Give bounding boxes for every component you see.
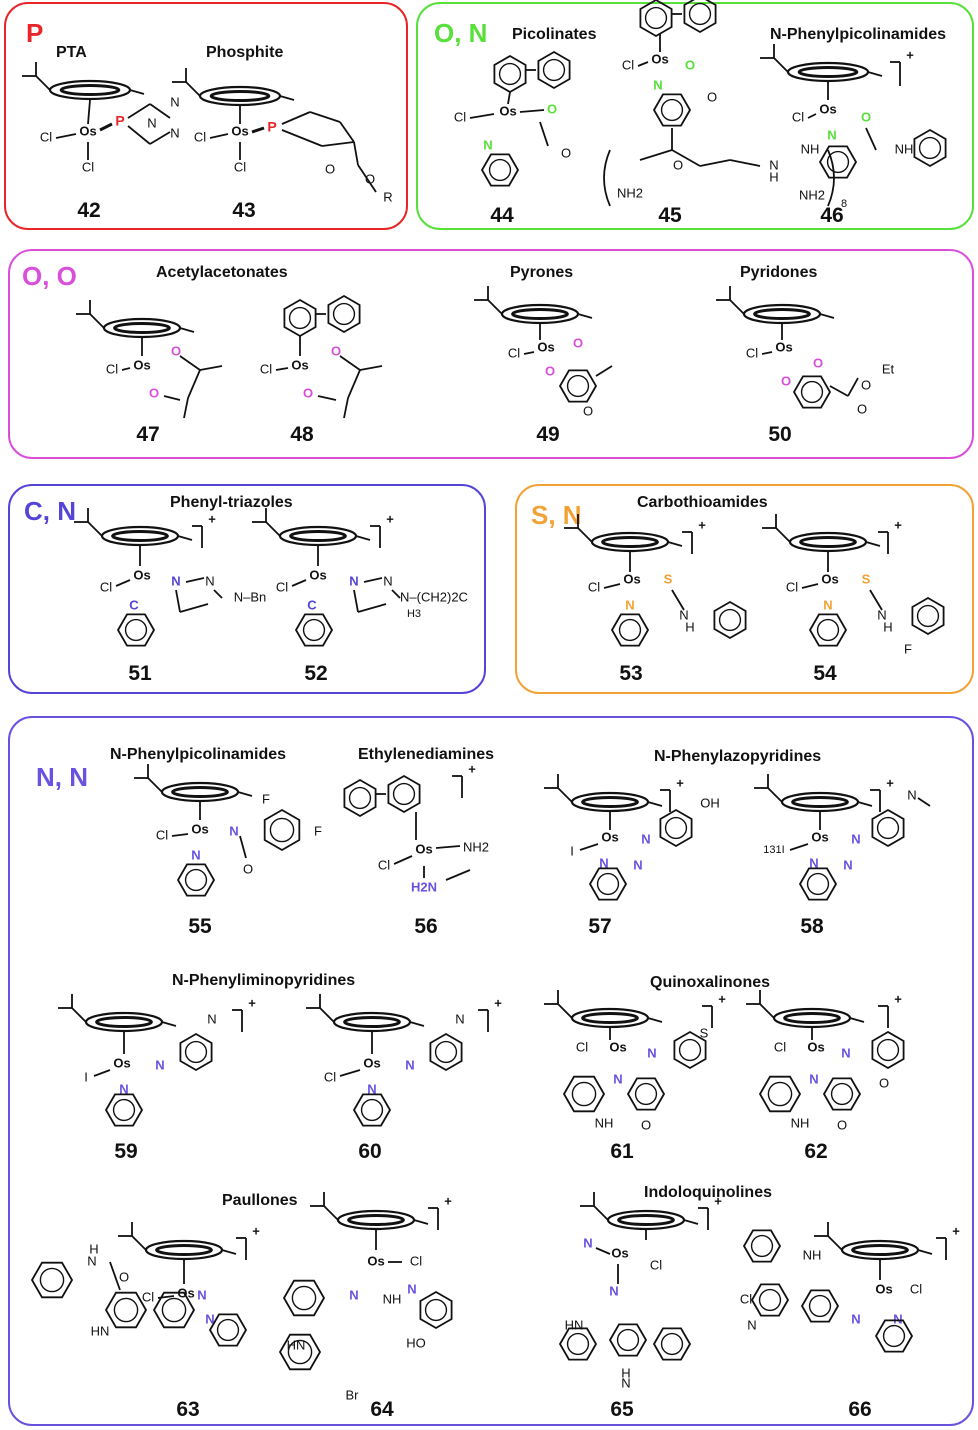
sublabel-picolinates: Picolinates (512, 26, 597, 43)
panel-p-label: P (26, 18, 44, 48)
compound-number-62: 62 (804, 1140, 828, 1163)
compound-number-48: 48 (290, 423, 314, 446)
compound-number-54: 54 (813, 662, 837, 685)
sublabel-pta: PTA (56, 44, 87, 61)
compound-number-51: 51 (128, 662, 152, 685)
sublabel-pyrones: Pyrones (510, 264, 574, 281)
panel-oo-label: O, O (22, 261, 77, 291)
compound-number-50: 50 (768, 423, 792, 446)
sublabel-carbothioamides: Carbothioamides (637, 494, 768, 511)
sublabel-indoloquinolines: Indoloquinolines (644, 1184, 772, 1201)
panel-nn-ligands: N, N N-Phenylpicolinamides Ethylenediami… (8, 716, 974, 1426)
compound-number-52: 52 (304, 662, 328, 685)
sublabel-azopyridines: N-Phenylazopyridines (654, 748, 822, 765)
compound-number-66: 66 (848, 1398, 872, 1421)
sublabel-paullones: Paullones (222, 1192, 298, 1209)
panel-oo-ligands: O, O Acetylacetonates Pyrones Pyridones … (8, 249, 974, 459)
panel-p-ligands: P PTA Phosphite 42 43 (4, 2, 408, 230)
compound-number-64: 64 (370, 1398, 394, 1421)
sublabel-acetylacetonates: Acetylacetonates (156, 264, 288, 281)
compound-number-58: 58 (800, 915, 824, 938)
compound-number-57: 57 (588, 915, 612, 938)
sublabel-quinoxalinones: Quinoxalinones (650, 974, 771, 991)
sublabel-on-phenylpicolinamides: N-Phenylpicolinamides (770, 26, 947, 43)
panel-cn-label: C, N (24, 496, 76, 526)
panel-sn-label: S, N (531, 500, 582, 530)
compound-number-42: 42 (77, 199, 101, 222)
sublabel-phenyl-triazoles: Phenyl-triazoles (170, 494, 293, 511)
sublabel-pyridones: Pyridones (740, 264, 818, 281)
compound-number-53: 53 (619, 662, 643, 685)
compound-number-47: 47 (136, 423, 160, 446)
panel-cn-ligands: C, N Phenyl-triazoles 51 52 (8, 484, 486, 694)
compound-number-56: 56 (414, 915, 438, 938)
compound-number-59: 59 (114, 1140, 138, 1163)
panel-sn-ligands: S, N Carbothioamides 53 54 (515, 484, 974, 694)
panel-on-label: O, N (434, 18, 488, 48)
compound-number-49: 49 (536, 423, 560, 446)
compound-number-44: 44 (490, 204, 514, 227)
compound-number-46: 46 (820, 204, 844, 227)
sublabel-iminopyridines: N-Phenyliminopyridines (172, 972, 356, 989)
compound-number-45: 45 (658, 204, 682, 227)
panel-nn-label: N, N (36, 762, 88, 792)
sublabel-ethylenediamines: Ethylenediamines (358, 746, 495, 763)
sublabel-nn-phenylpicolinamides: N-Phenylpicolinamides (110, 746, 287, 763)
panel-on-ligands: O, N Picolinates N-Phenylpicolinamides 4… (416, 2, 974, 230)
compound-number-55: 55 (188, 915, 212, 938)
compound-number-43: 43 (232, 199, 256, 222)
compound-number-65: 65 (610, 1398, 634, 1421)
compound-number-61: 61 (610, 1140, 634, 1163)
compound-number-60: 60 (358, 1140, 382, 1163)
sublabel-phosphite: Phosphite (206, 44, 284, 61)
compound-number-63: 63 (176, 1398, 200, 1421)
